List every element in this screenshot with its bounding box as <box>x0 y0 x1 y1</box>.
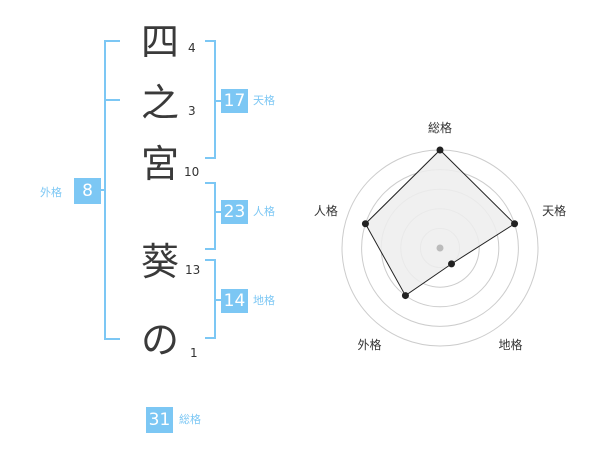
gaikaku-value-badge: 8 <box>74 178 101 204</box>
radar-series-area <box>364 149 516 297</box>
name-char-4: 葵 <box>140 240 179 284</box>
stroke-count-5: 1 <box>190 346 198 360</box>
name-char-3: 宮 <box>140 142 179 186</box>
stroke-count-2: 3 <box>188 104 196 118</box>
jinkaku-label: 人格 <box>253 205 275 218</box>
stroke-count-1: 4 <box>188 41 196 55</box>
stroke-count-4: 13 <box>185 263 201 277</box>
name-char-2: 之 <box>140 81 179 125</box>
radar-axis-label: 外格 <box>357 337 381 352</box>
chikaku-label: 地格 <box>253 294 275 307</box>
radar-axis-label: 人格 <box>314 203 338 218</box>
radar-data-point <box>436 146 444 154</box>
jinkaku-value-badge: 23 <box>221 200 248 224</box>
radar-data-point <box>448 260 456 268</box>
tenkaku-value-badge: 17 <box>221 89 248 113</box>
radar-axis-label: 総格 <box>428 120 452 135</box>
soukaku-label: 総格 <box>179 413 201 426</box>
stroke-count-3: 10 <box>184 165 200 179</box>
radar-data-point <box>361 220 369 228</box>
name-char-5: の <box>140 318 179 362</box>
radar-axis-label: 天格 <box>542 203 566 218</box>
tenkaku-label: 天格 <box>253 94 275 107</box>
gaikaku-label: 外格 <box>40 186 62 199</box>
radar-data-point <box>401 292 409 300</box>
soukaku-value-badge: 31 <box>146 407 173 433</box>
chikaku-value-badge: 14 <box>221 289 248 313</box>
radar-data-point <box>511 220 519 228</box>
radar-axis-label: 地格 <box>499 337 523 352</box>
radar-center-dot <box>436 244 444 252</box>
name-char-1: 四 <box>140 20 179 64</box>
